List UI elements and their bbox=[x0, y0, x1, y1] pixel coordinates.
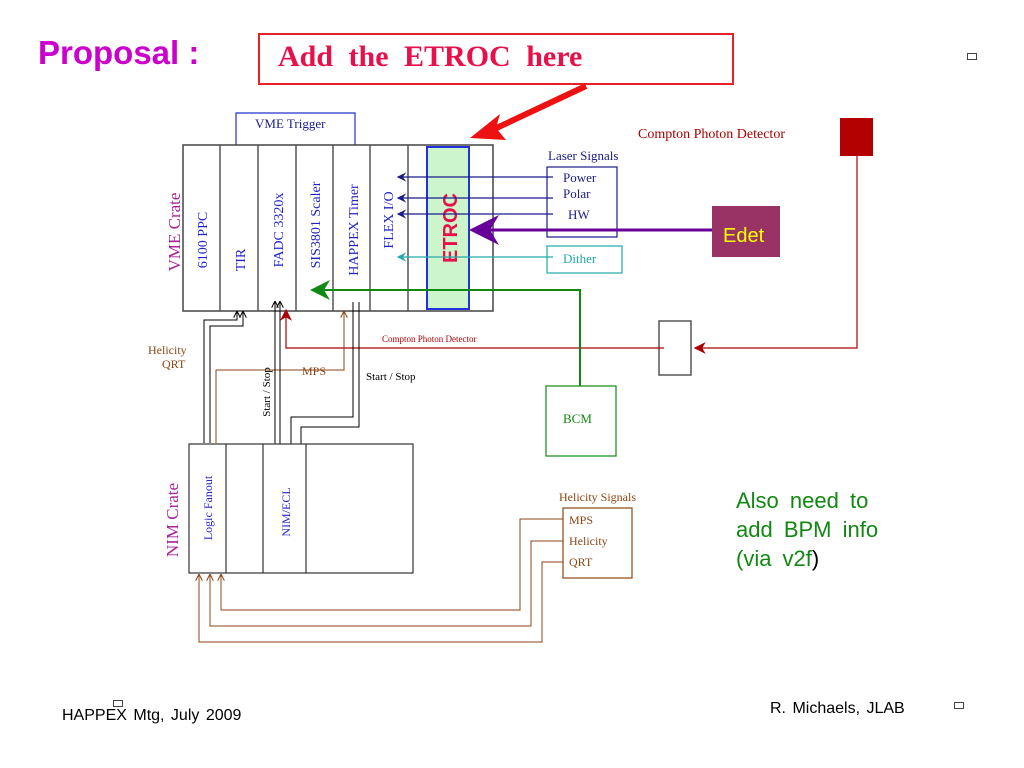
discriminator-box bbox=[658, 320, 692, 376]
compton-line-label: Compton Photon Detector bbox=[382, 334, 477, 344]
etroc-label: ETROC bbox=[440, 193, 462, 263]
footer-meeting: HAPPEX Mtg, July 2009 bbox=[62, 707, 242, 724]
vme-crate: VME Crate 6100 PPC TIR FADC 3320x SIS380… bbox=[165, 144, 494, 312]
slot-6100-ppc: 6100 PPC bbox=[196, 212, 211, 268]
slide-title: Proposal : bbox=[38, 34, 200, 71]
bcm-label: BCM bbox=[563, 411, 592, 426]
helicity-helicity: Helicity bbox=[569, 534, 608, 548]
start-stop-horizontal-label: Start / Stop bbox=[366, 371, 416, 383]
laser-hw: HW bbox=[568, 207, 590, 222]
etroc-module bbox=[426, 146, 470, 310]
bpm-note: Also need to add BPM info (via v2f) bbox=[736, 486, 878, 573]
laser-power: Power bbox=[563, 170, 597, 185]
slot-tir: TIR bbox=[234, 248, 249, 271]
helicity-label: Helicity bbox=[148, 343, 187, 357]
start-stop-vertical-label: Start / Stop bbox=[261, 367, 273, 417]
nim-crate-label: NIM Crate bbox=[163, 483, 182, 557]
helicity-signals: Helicity Signals MPS Helicity QRT bbox=[199, 490, 636, 643]
slot-fadc: FADC 3320x bbox=[272, 193, 287, 268]
qrt-label: QRT bbox=[162, 357, 186, 371]
vme-trigger-label: VME Trigger bbox=[255, 116, 326, 131]
helicity-signals-title: Helicity Signals bbox=[559, 490, 636, 504]
edet-label: Edet bbox=[723, 225, 765, 247]
laser-signals: Laser Signals Power Polar HW bbox=[396, 148, 618, 238]
compton-detector-label: Compton Photon Detector bbox=[638, 127, 785, 142]
helicity-qrt: QRT bbox=[569, 555, 593, 569]
dither-label: Dither bbox=[563, 251, 597, 266]
placeholder-glyph-icon bbox=[113, 700, 123, 707]
laser-signals-title: Laser Signals bbox=[548, 148, 618, 163]
pointer-arrow bbox=[470, 83, 588, 140]
callout-box bbox=[258, 33, 734, 85]
vme-crate-label: VME Crate bbox=[165, 193, 184, 272]
slot-happex-timer: HAPPEX Timer bbox=[347, 184, 362, 276]
note-line-3-text: (via v2f bbox=[736, 546, 812, 571]
slot-logic-fanout: Logic Fanout bbox=[201, 475, 215, 540]
note-line-3-paren: ) bbox=[811, 546, 820, 571]
note-line-3: (via v2f) bbox=[736, 544, 878, 573]
slot-sis-scaler: SIS3801 Scaler bbox=[309, 181, 324, 268]
footer-author: R. Michaels, JLAB bbox=[770, 700, 905, 717]
compton-detector: Compton Photon Detector Compton Photon D… bbox=[280, 118, 873, 376]
dither: Dither bbox=[396, 245, 623, 274]
placeholder-glyph-icon bbox=[967, 53, 977, 60]
note-line-2: add BPM info bbox=[736, 517, 879, 542]
helicity-mps: MPS bbox=[569, 513, 593, 527]
slot-flex-io: FLEX I/O bbox=[382, 191, 397, 248]
bcm: BCM bbox=[310, 280, 617, 457]
note-line-1: Also need to bbox=[736, 488, 869, 513]
mps-label: MPS bbox=[302, 364, 326, 378]
slot-nim-ecl: NIM/ECL bbox=[279, 487, 293, 536]
nim-crate: NIM Crate Logic Fanout NIM/ECL bbox=[163, 443, 414, 574]
laser-polar: Polar bbox=[563, 186, 591, 201]
wiring: Helicity QRT MPS Start / Stop Start / St… bbox=[148, 302, 416, 458]
callout-text: Add the ETROC here bbox=[278, 40, 583, 73]
vme-trigger-line: VME Trigger bbox=[231, 112, 356, 168]
edet: Edet bbox=[469, 206, 780, 257]
placeholder-glyph-icon bbox=[954, 702, 964, 709]
